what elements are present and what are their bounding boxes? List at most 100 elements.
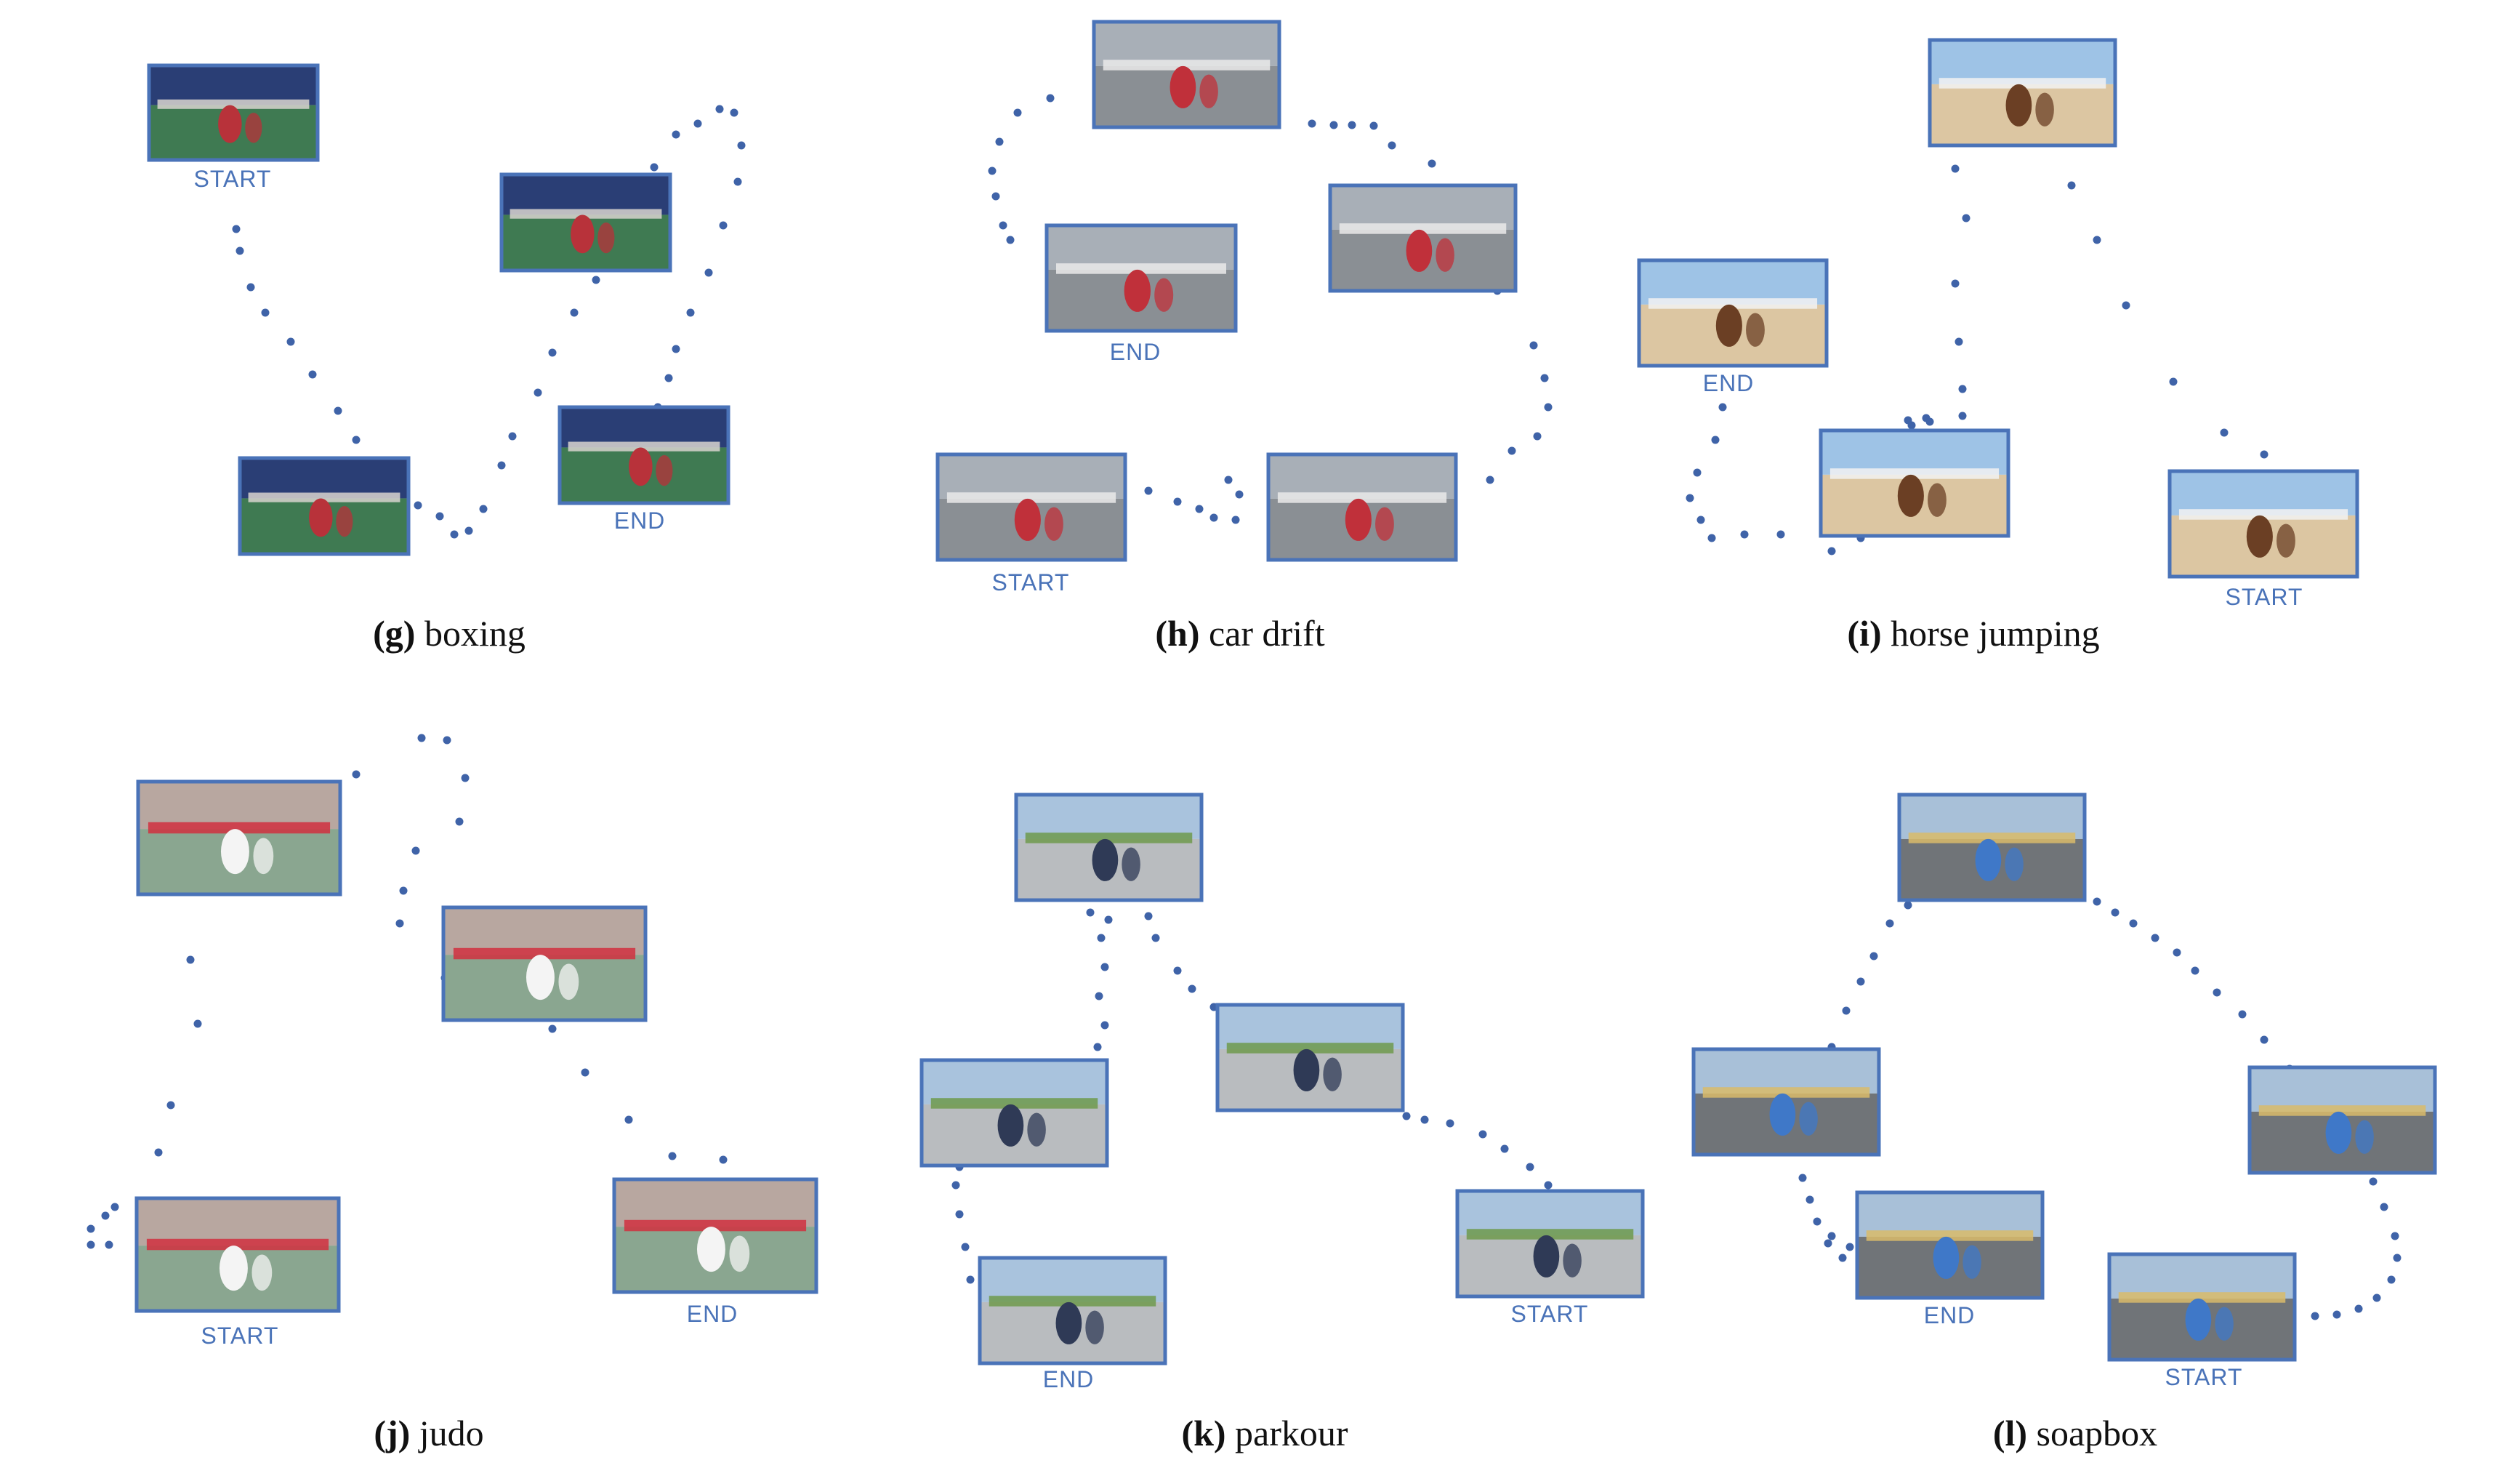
trajectory-j-dot-7: [395, 919, 404, 928]
thumb-j-1-sky: [138, 782, 340, 830]
trajectory-i-dot-15: [1776, 530, 1785, 539]
caption-g: (g) boxing: [373, 613, 526, 654]
trajectory-g: [232, 105, 746, 539]
trajectory-k-dot-30: [966, 1275, 975, 1284]
trajectory-k-dot-6: [1093, 1043, 1102, 1051]
thumb-k-3-subject: [997, 1104, 1024, 1147]
trajectory-l-dot-17: [1806, 1195, 1814, 1204]
trajectory-h-dot-16: [1544, 403, 1553, 412]
trajectory-h-dot-17: [1533, 432, 1542, 441]
thumb-k-1-sky: [1016, 795, 1201, 839]
panel-h: END START (h) car drift: [935, 20, 1553, 654]
thumb-h-5-border: [1266, 452, 1458, 562]
thumb-h-3-subject-2: [1436, 238, 1454, 272]
trajectory-g-dot-12: [479, 505, 488, 513]
thumb-l-3-subject-2: [2355, 1120, 2374, 1154]
thumb-i-3-sky: [1821, 430, 2008, 475]
trajectory-h-dot-23: [1195, 505, 1204, 513]
trajectory-g-dot-3: [261, 308, 270, 317]
thumb-h-4-barrier: [946, 492, 1116, 503]
trajectory-g-dot-18: [592, 276, 600, 284]
trajectory-g-dot-15: [534, 388, 542, 397]
trajectory-h-dot-22: [1173, 497, 1182, 506]
thumb-l-4-sky: [1857, 1192, 2042, 1237]
thumb-k-2: [1215, 1003, 1405, 1112]
thumb-l-3-border: [2247, 1065, 2437, 1175]
trajectory-g-dot-23: [715, 105, 724, 113]
trajectory-g-dot-28: [704, 268, 713, 277]
thumb-j-4-subject-2: [729, 1235, 750, 1272]
thumb-h-3-barrier: [1339, 223, 1507, 234]
thumb-l-3-barrier: [2258, 1105, 2426, 1116]
end-label-j: END: [687, 1301, 738, 1327]
thumb-j-4: [612, 1177, 818, 1294]
thumb-i-1-border: [1928, 38, 2117, 148]
thumb-l-4-barrier: [1866, 1230, 2034, 1241]
trajectory-i-dot-28: [2260, 450, 2269, 459]
trajectory-g-dot-5: [308, 370, 317, 379]
trajectory-j-dot-4: [455, 817, 464, 826]
trajectory-j-dot-12: [668, 1152, 677, 1160]
thumb-i-1: [1928, 38, 2117, 148]
trajectory-j-dot-0: [352, 770, 361, 779]
panel-l: END START (l) soapbox: [1691, 793, 2437, 1453]
panel-g: START END (g) boxing: [147, 63, 746, 654]
thumb-h-1: [1092, 20, 1281, 129]
caption-letter-k: (k): [1181, 1413, 1225, 1453]
trajectory-g-dot-0: [232, 225, 241, 233]
trajectory-h-dot-27: [1224, 476, 1233, 484]
thumb-l-5-border: [2107, 1252, 2297, 1362]
trajectory-k-dot-5: [1100, 1021, 1109, 1030]
trajectory-g-dot-2: [246, 283, 255, 292]
thumb-g-4-subject: [629, 447, 653, 486]
thumb-j-2-sky: [443, 907, 645, 955]
trajectory-l-dot-32: [2311, 1312, 2319, 1320]
trajectory-j-dot-11: [624, 1115, 633, 1124]
trajectory-l-dot-4: [1842, 1006, 1851, 1015]
trajectory-j-dot-22: [86, 1240, 95, 1249]
thumb-k-5-subject-2: [1085, 1310, 1104, 1344]
thumb-h-4: [935, 452, 1127, 562]
trajectory-l-dot-3: [1856, 977, 1865, 986]
thumb-k-1-border: [1014, 793, 1204, 902]
trajectory-g-dot-26: [733, 177, 742, 186]
thumb-i-4: [2167, 469, 2359, 579]
caption-name-i: horse jumping: [1891, 613, 2099, 654]
trajectory-k-dot-2: [1097, 934, 1106, 942]
trajectory-h-dot-14: [1529, 341, 1538, 350]
caption-name-g: boxing: [424, 613, 526, 654]
trajectory-l-dot-1: [1885, 919, 1894, 928]
trajectory-g-dot-9: [435, 512, 444, 521]
trajectory-h-dot-24: [1209, 513, 1218, 522]
panel-k: START END (k) parkour: [919, 793, 1645, 1453]
trajectory-i-dot-2: [1951, 279, 1960, 288]
caption-name-k: parkour: [1235, 1413, 1348, 1453]
thumb-i-2-sky: [1639, 260, 1827, 305]
thumb-l-5: [2107, 1252, 2297, 1362]
thumb-g-1-subject-2: [245, 113, 262, 143]
thumb-j-3-sky: [137, 1198, 339, 1246]
thumb-h-2-subject: [1124, 269, 1151, 312]
thumb-g-1-barrier: [157, 99, 310, 109]
trajectory-j-dot-18: [110, 1203, 119, 1211]
start-label-l: START: [2165, 1364, 2243, 1390]
thumb-g-3-subject: [309, 498, 333, 537]
trajectory-l-dot-19: [1824, 1239, 1832, 1248]
trajectory-l-dot-9: [2151, 934, 2159, 942]
thumb-h-3: [1328, 183, 1518, 293]
trajectory-k-dot-0: [1086, 908, 1095, 917]
thumb-k-4-subject-2: [1563, 1243, 1582, 1278]
thumb-k-4-sky: [1457, 1191, 1643, 1235]
thumb-i-3-barrier: [1829, 468, 2000, 479]
thumb-i-1-subject: [2005, 84, 2032, 127]
trajectory-k-dot-21: [1544, 1181, 1553, 1190]
thumb-h-5-barrier: [1277, 492, 1447, 503]
thumb-h-3-subject: [1406, 229, 1433, 272]
trajectory-j-dot-13: [719, 1155, 728, 1164]
trajectory-k-dot-4: [1095, 992, 1103, 1000]
trajectory-k-dot-18: [1478, 1130, 1487, 1139]
thumb-j-2-barrier: [453, 947, 636, 960]
end-label-g: END: [614, 508, 666, 534]
thumb-l-5-sky: [2109, 1254, 2295, 1299]
